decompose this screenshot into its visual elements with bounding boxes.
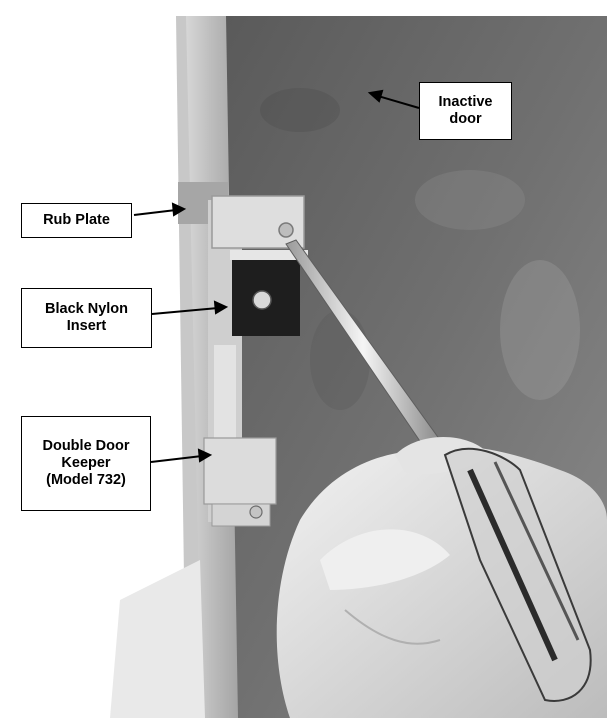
insert-screw [252,290,272,310]
thumb [320,529,450,590]
callout-arrows [133,89,420,463]
callout-rub-plate: Rub Plate [21,203,132,238]
keeper-slot [214,345,236,440]
keeper-top-screw [278,222,294,238]
insert-frame [230,250,308,260]
floor-glare [110,560,205,718]
knuckle-crease [344,609,441,645]
callout-inactive-door: Inactive door [419,82,512,140]
handle-stripe-2 [493,461,580,641]
handle-stripe [467,468,558,662]
callout-double-door-keeper: Double Door Keeper (Model 732) [21,416,151,511]
callout-black-nylon-insert: Black Nylon Insert [21,288,152,348]
door-texture [260,88,580,410]
keeper-bottom-block [203,437,277,505]
keeper-top-block [211,195,305,249]
keeper-bottom-screw [249,505,263,519]
